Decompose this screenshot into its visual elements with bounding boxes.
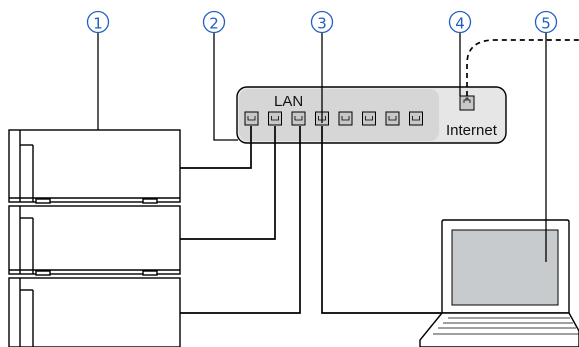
internet-label: Internet (446, 122, 498, 139)
svg-text:5: 5 (541, 15, 551, 33)
cable-internet (466, 39, 579, 96)
cable-computer (321, 126, 442, 314)
callout-leader-2 (213, 33, 238, 141)
cable-instrument-1 (180, 126, 252, 169)
lan-label: LAN (274, 93, 303, 110)
lan-port-7 (385, 111, 400, 126)
svg-text:4: 4 (455, 15, 465, 33)
callout-3: 3 (310, 10, 334, 34)
computer-base (419, 312, 579, 347)
lan-ports (244, 111, 423, 126)
instrument-2 (8, 205, 181, 276)
cable-instrument-2 (180, 126, 276, 240)
lan-port-8 (409, 111, 423, 126)
lan-port-6 (362, 111, 376, 126)
callout-5: 5 (534, 10, 558, 34)
network-switch: LAN Internet (236, 86, 507, 144)
callout-leaders (97, 33, 547, 262)
callouts: 1 2 3 4 5 (86, 10, 558, 34)
instrument-stack (8, 129, 181, 347)
lan-port-2 (268, 111, 282, 126)
lan-port-3 (291, 111, 306, 126)
svg-text:1: 1 (93, 15, 103, 33)
instrument-1 (8, 129, 181, 204)
svg-text:2: 2 (209, 15, 219, 33)
callout-2: 2 (202, 10, 226, 34)
callout-1: 1 (86, 10, 110, 34)
lan-port-5 (338, 111, 353, 126)
lan-port-1 (244, 111, 259, 126)
svg-text:3: 3 (317, 15, 327, 33)
computer-screen (451, 229, 559, 306)
internet-port (459, 95, 475, 111)
computer-keyboard (433, 317, 579, 335)
instrument-3 (8, 277, 181, 347)
callout-4: 4 (448, 10, 472, 34)
computer (419, 219, 579, 347)
cables (180, 39, 579, 314)
cable-instrument-3 (180, 126, 301, 314)
